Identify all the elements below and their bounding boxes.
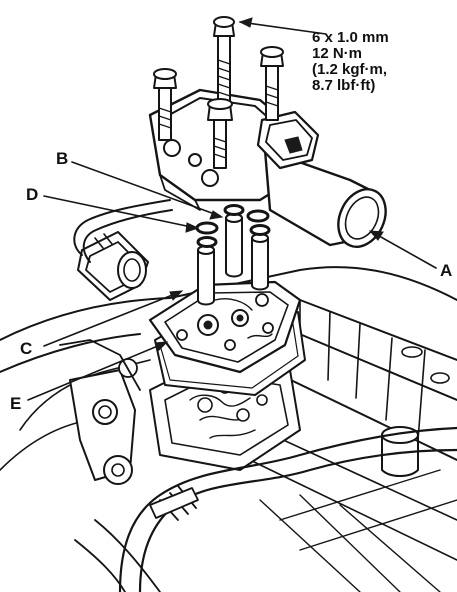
torque-kgfm-text: (1.2 kgf·m,: [312, 61, 388, 78]
torque-spec: 6 x 1.0 mm 12 N·m (1.2 kgf·m, 8.7 lbf·ft…: [312, 30, 457, 94]
callout-b: B: [56, 149, 69, 168]
leader-lines: [27, 17, 437, 401]
callout-e: E: [10, 394, 22, 413]
solenoid-connector: [73, 199, 173, 301]
callout-c: C: [20, 339, 33, 358]
torque-nm-text: 12 N·m: [312, 45, 363, 62]
separator-plate-c: [148, 280, 302, 374]
callout-a: A: [440, 261, 453, 280]
torque-lbfft-text: 8.7 lbf·ft): [312, 77, 376, 94]
callout-d: D: [26, 185, 39, 204]
mounting-bolts: [153, 16, 284, 169]
oil-filter-tubes: [195, 204, 271, 306]
bolt-size-text: 6 x 1.0 mm: [312, 29, 389, 46]
